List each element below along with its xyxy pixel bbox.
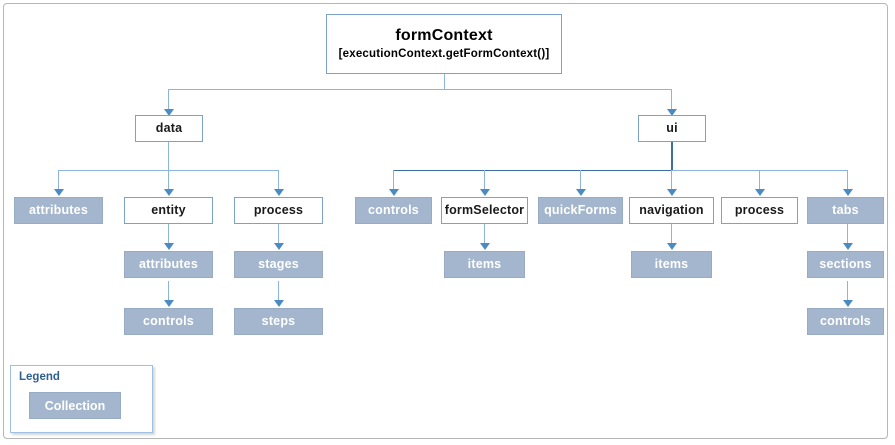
node-data-process-label: process bbox=[253, 203, 304, 218]
node-entity-attributes-label: attributes bbox=[139, 257, 198, 272]
node-entity-label: entity bbox=[151, 203, 186, 218]
node-formcontext-title: formContext bbox=[395, 27, 493, 45]
legend-title: Legend bbox=[19, 371, 60, 383]
connector-attributes-to-controls bbox=[168, 281, 169, 301]
node-process-stages[interactable]: stages bbox=[234, 251, 323, 278]
arrow-ui-to-process bbox=[755, 189, 765, 196]
connector-ui-to-formselector bbox=[484, 170, 485, 190]
legend-collection-swatch: Collection bbox=[29, 392, 121, 419]
connector-ui-to-tabs bbox=[847, 170, 848, 190]
node-tabs-controls-label: controls bbox=[820, 314, 871, 329]
node-process-steps-label: steps bbox=[261, 314, 296, 329]
arrow-attributes-to-controls bbox=[164, 300, 174, 307]
arrow-entity-to-attributes bbox=[164, 243, 174, 250]
connector-root-stem bbox=[444, 74, 445, 89]
arrow-navigation-to-items bbox=[667, 243, 677, 250]
arrow-data-to-process bbox=[274, 189, 284, 196]
arrow-stages-to-steps bbox=[274, 300, 284, 307]
node-ui-process[interactable]: process bbox=[721, 197, 798, 224]
node-ui-process-label: process bbox=[734, 203, 785, 218]
legend-collection-label: Collection bbox=[44, 398, 106, 413]
connector-root-to-ui bbox=[671, 89, 672, 110]
connector-sections-to-controls bbox=[847, 281, 848, 301]
node-ui-controls[interactable]: controls bbox=[355, 197, 432, 224]
node-navigation[interactable]: navigation bbox=[629, 197, 714, 224]
connector-root-bus bbox=[168, 89, 672, 90]
node-data-attributes[interactable]: attributes bbox=[14, 197, 103, 224]
node-entity-controls[interactable]: controls bbox=[124, 308, 213, 335]
node-tabs-label: tabs bbox=[832, 203, 859, 218]
node-navigation-items-label: items bbox=[654, 257, 689, 272]
node-formselector[interactable]: formSelector bbox=[441, 197, 528, 224]
arrow-ui-to-controls bbox=[389, 189, 399, 196]
node-data-label: data bbox=[155, 121, 183, 136]
connector-data-to-entity bbox=[168, 170, 169, 190]
connector-entity-to-attributes bbox=[168, 224, 169, 244]
node-entity-controls-label: controls bbox=[143, 314, 194, 329]
node-formcontext[interactable]: formContext [executionContext.getFormCon… bbox=[326, 14, 562, 74]
connector-ui-stem bbox=[671, 142, 673, 171]
arrow-ui-to-formselector bbox=[480, 189, 490, 196]
connector-tabs-to-sections bbox=[847, 224, 848, 244]
arrow-sections-to-controls bbox=[843, 300, 853, 307]
node-ui[interactable]: ui bbox=[638, 115, 706, 142]
node-process-stages-label: stages bbox=[258, 257, 299, 272]
node-navigation-items[interactable]: items bbox=[631, 251, 712, 278]
arrow-ui-to-quickforms bbox=[576, 189, 586, 196]
connector-ui-bus-dark bbox=[393, 170, 672, 171]
arrow-ui-to-tabs bbox=[843, 189, 853, 196]
arrow-tabs-to-sections bbox=[843, 243, 853, 250]
node-data-process[interactable]: process bbox=[234, 197, 323, 224]
node-ui-label: ui bbox=[666, 121, 678, 136]
connector-data-stem bbox=[168, 142, 169, 171]
node-ui-controls-label: controls bbox=[368, 203, 419, 218]
arrow-root-to-data bbox=[164, 109, 174, 116]
node-quickforms-label: quickForms bbox=[544, 203, 617, 218]
connector-root-to-data bbox=[168, 89, 169, 110]
node-quickforms[interactable]: quickForms bbox=[538, 197, 623, 224]
node-process-steps[interactable]: steps bbox=[234, 308, 323, 335]
connector-stages-to-steps bbox=[278, 281, 279, 301]
connector-ui-to-controls bbox=[393, 170, 394, 190]
node-formcontext-subtitle: [executionContext.getFormContext()] bbox=[338, 47, 550, 60]
node-tabs-sections-label: sections bbox=[819, 257, 872, 272]
node-tabs[interactable]: tabs bbox=[807, 197, 884, 224]
node-data-attributes-label: attributes bbox=[29, 203, 88, 218]
connector-ui-to-navigation bbox=[671, 170, 672, 190]
node-data[interactable]: data bbox=[135, 115, 203, 142]
node-entity-attributes[interactable]: attributes bbox=[124, 251, 213, 278]
connector-process-to-stages bbox=[278, 224, 279, 244]
connector-data-to-process bbox=[278, 170, 279, 190]
connector-ui-to-process bbox=[759, 170, 760, 190]
connector-data-to-attributes bbox=[58, 170, 59, 190]
connector-ui-to-quickforms bbox=[580, 170, 581, 190]
arrow-root-to-ui bbox=[667, 109, 677, 116]
arrow-process-to-stages bbox=[274, 243, 284, 250]
arrow-formselector-to-items bbox=[480, 243, 490, 250]
legend-panel: Legend Collection bbox=[10, 365, 153, 433]
node-navigation-label: navigation bbox=[639, 203, 704, 218]
node-formselector-label: formSelector bbox=[444, 203, 525, 218]
node-entity[interactable]: entity bbox=[124, 197, 213, 224]
node-tabs-sections[interactable]: sections bbox=[807, 251, 884, 278]
arrow-data-to-attributes bbox=[54, 189, 64, 196]
connector-navigation-to-items bbox=[671, 224, 672, 244]
node-tabs-controls[interactable]: controls bbox=[807, 308, 884, 335]
node-formselector-items[interactable]: items bbox=[444, 251, 525, 278]
connector-formselector-to-items bbox=[484, 224, 485, 244]
arrow-ui-to-navigation bbox=[667, 189, 677, 196]
node-formselector-items-label: items bbox=[467, 257, 502, 272]
arrow-data-to-entity bbox=[164, 189, 174, 196]
